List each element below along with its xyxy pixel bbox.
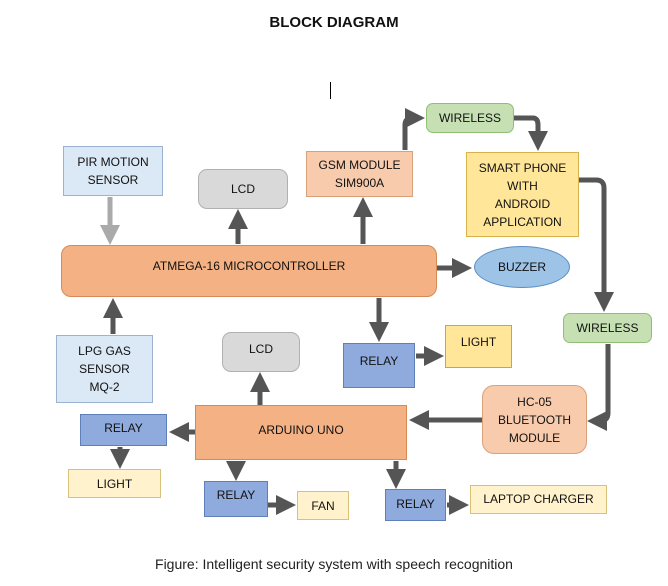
relay-mid-node: RELAY (343, 343, 415, 388)
arrow-gsm-to-wireless (402, 108, 425, 150)
relay-laptop-node: RELAY (385, 489, 446, 521)
lcd-top-node: LCD (198, 169, 288, 209)
arduino-uno-node: ARDUINO UNO (195, 405, 407, 460)
arrow-wireless-to-hc05 (587, 344, 611, 431)
wireless-top-node: WIRELESS (426, 103, 514, 133)
smartphone-node: SMART PHONE WITH ANDROID APPLICATION (466, 152, 579, 237)
lpg-gas-sensor-node: LPG GAS SENSOR MQ-2 (56, 335, 153, 403)
text-cursor (330, 82, 331, 99)
light-mid-node: LIGHT (445, 325, 512, 368)
diagram-title: BLOCK DIAGRAM (269, 14, 399, 31)
gsm-module-node: GSM MODULE SIM900A (306, 151, 413, 197)
wireless-right-node: WIRELESS (563, 313, 652, 343)
relay-fan-node: RELAY (204, 481, 268, 517)
fan-node: FAN (297, 491, 349, 520)
buzzer-node: BUZZER (474, 246, 570, 288)
figure-caption: Figure: Intelligent security system with… (155, 556, 513, 572)
relay-left-node: RELAY (80, 414, 167, 446)
pir-sensor-node: PIR MOTION SENSOR (63, 146, 163, 196)
atmega-microcontroller-node: ATMEGA-16 MICROCONTROLLER (61, 245, 437, 297)
arrow-phone-to-wireless (579, 177, 614, 312)
arrow-wireless-to-phone (513, 115, 548, 151)
light-left-node: LIGHT (68, 469, 161, 498)
lcd-bottom-node: LCD (222, 332, 300, 372)
hc05-bluetooth-node: HC-05 BLUETOOTH MODULE (482, 385, 587, 454)
laptop-charger-node: LAPTOP CHARGER (470, 485, 607, 514)
